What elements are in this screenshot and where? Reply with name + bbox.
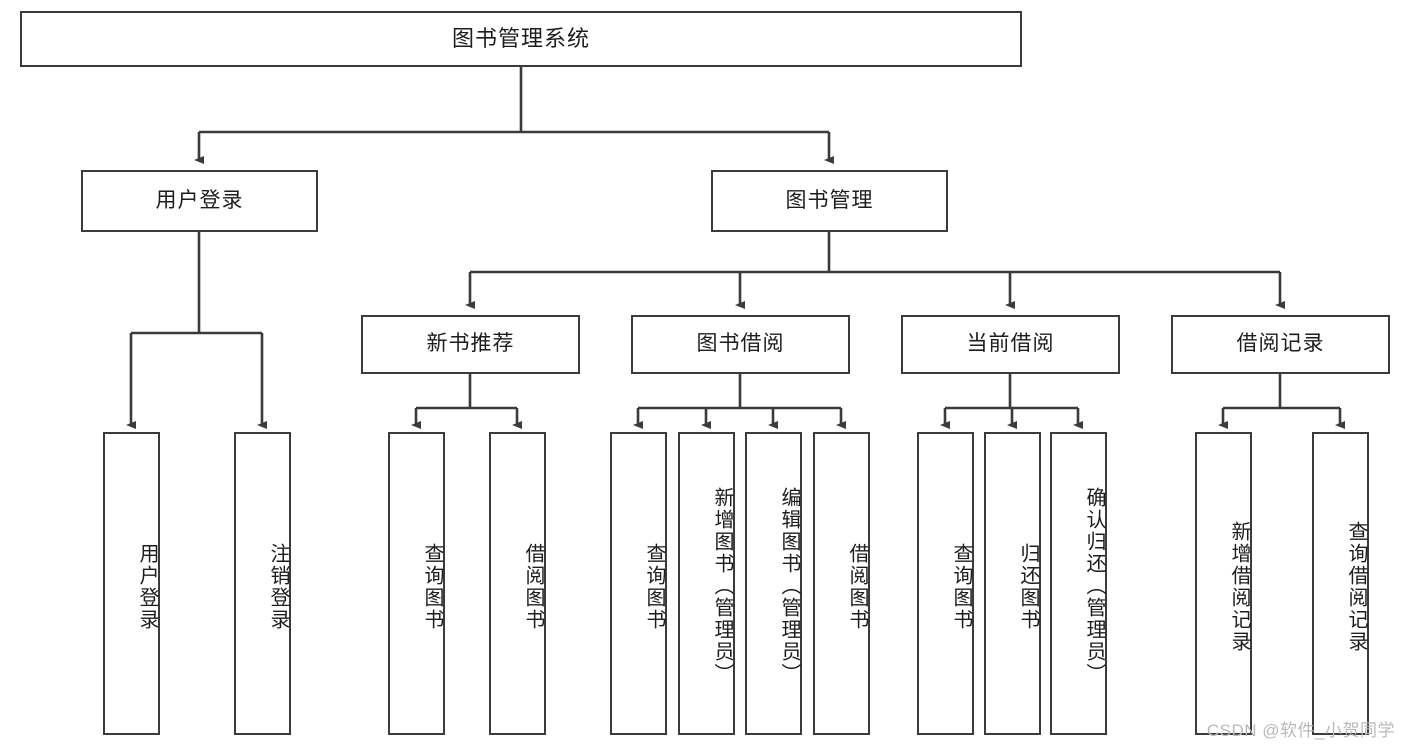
leaf-borrow-borrow-book[interactable]: 借阅图书 xyxy=(813,432,870,735)
leaf-current-query-book[interactable]: 查询图书 xyxy=(917,432,974,735)
node-book-borrow[interactable]: 图书借阅 xyxy=(631,315,850,374)
leaf-current-confirm-return[interactable]: 确认归还（管理员） xyxy=(1050,432,1107,735)
node-label: 查询借阅记录 xyxy=(1345,520,1367,653)
node-label: 借阅图书 xyxy=(522,542,544,631)
node-book-management[interactable]: 图书管理 xyxy=(711,170,948,232)
node-label: 编辑图书（管理员） xyxy=(778,486,800,685)
watermark-text: CSDN @软件_小贺同学 xyxy=(1206,721,1395,740)
leaf-record-add-record[interactable]: 新增借阅记录 xyxy=(1195,432,1252,735)
node-label: 查询图书 xyxy=(421,542,443,631)
node-label: 注销登录 xyxy=(267,542,289,631)
node-label: 查询图书 xyxy=(950,542,972,631)
node-label: 新增借阅记录 xyxy=(1228,520,1250,653)
node-label: 当前借阅 xyxy=(966,332,1055,356)
node-root-system[interactable]: 图书管理系统 xyxy=(20,11,1022,67)
node-new-book-recommend[interactable]: 新书推荐 xyxy=(361,315,580,374)
leaf-current-return-book[interactable]: 归还图书 xyxy=(984,432,1041,735)
leaf-user-login-signout[interactable]: 注销登录 xyxy=(234,432,291,735)
leaf-recommend-query-book[interactable]: 查询图书 xyxy=(388,432,445,735)
node-label: 确认归还（管理员） xyxy=(1083,486,1105,685)
leaf-record-query-record[interactable]: 查询借阅记录 xyxy=(1312,432,1369,735)
leaf-borrow-add-book[interactable]: 新增图书（管理员） xyxy=(678,432,735,735)
node-label: 查询图书 xyxy=(643,542,665,631)
leaf-borrow-query-book[interactable]: 查询图书 xyxy=(610,432,667,735)
leaf-borrow-edit-book[interactable]: 编辑图书（管理员） xyxy=(745,432,802,735)
node-label: 图书管理 xyxy=(785,188,874,212)
node-label: 新增图书（管理员） xyxy=(711,486,733,685)
node-label: 用户登录 xyxy=(136,542,158,631)
node-label: 新书推荐 xyxy=(426,332,515,356)
node-label: 归还图书 xyxy=(1017,542,1039,631)
node-user-login[interactable]: 用户登录 xyxy=(81,170,318,232)
node-label: 图书管理系统 xyxy=(451,26,590,52)
node-label: 借阅图书 xyxy=(846,542,868,631)
leaf-recommend-borrow-book[interactable]: 借阅图书 xyxy=(489,432,546,735)
node-borrow-record[interactable]: 借阅记录 xyxy=(1171,315,1390,374)
node-label: 借阅记录 xyxy=(1236,332,1325,356)
node-label: 图书借阅 xyxy=(696,332,785,356)
leaf-user-login-signin[interactable]: 用户登录 xyxy=(103,432,160,735)
node-current-borrow[interactable]: 当前借阅 xyxy=(901,315,1120,374)
node-label: 用户登录 xyxy=(155,188,244,212)
